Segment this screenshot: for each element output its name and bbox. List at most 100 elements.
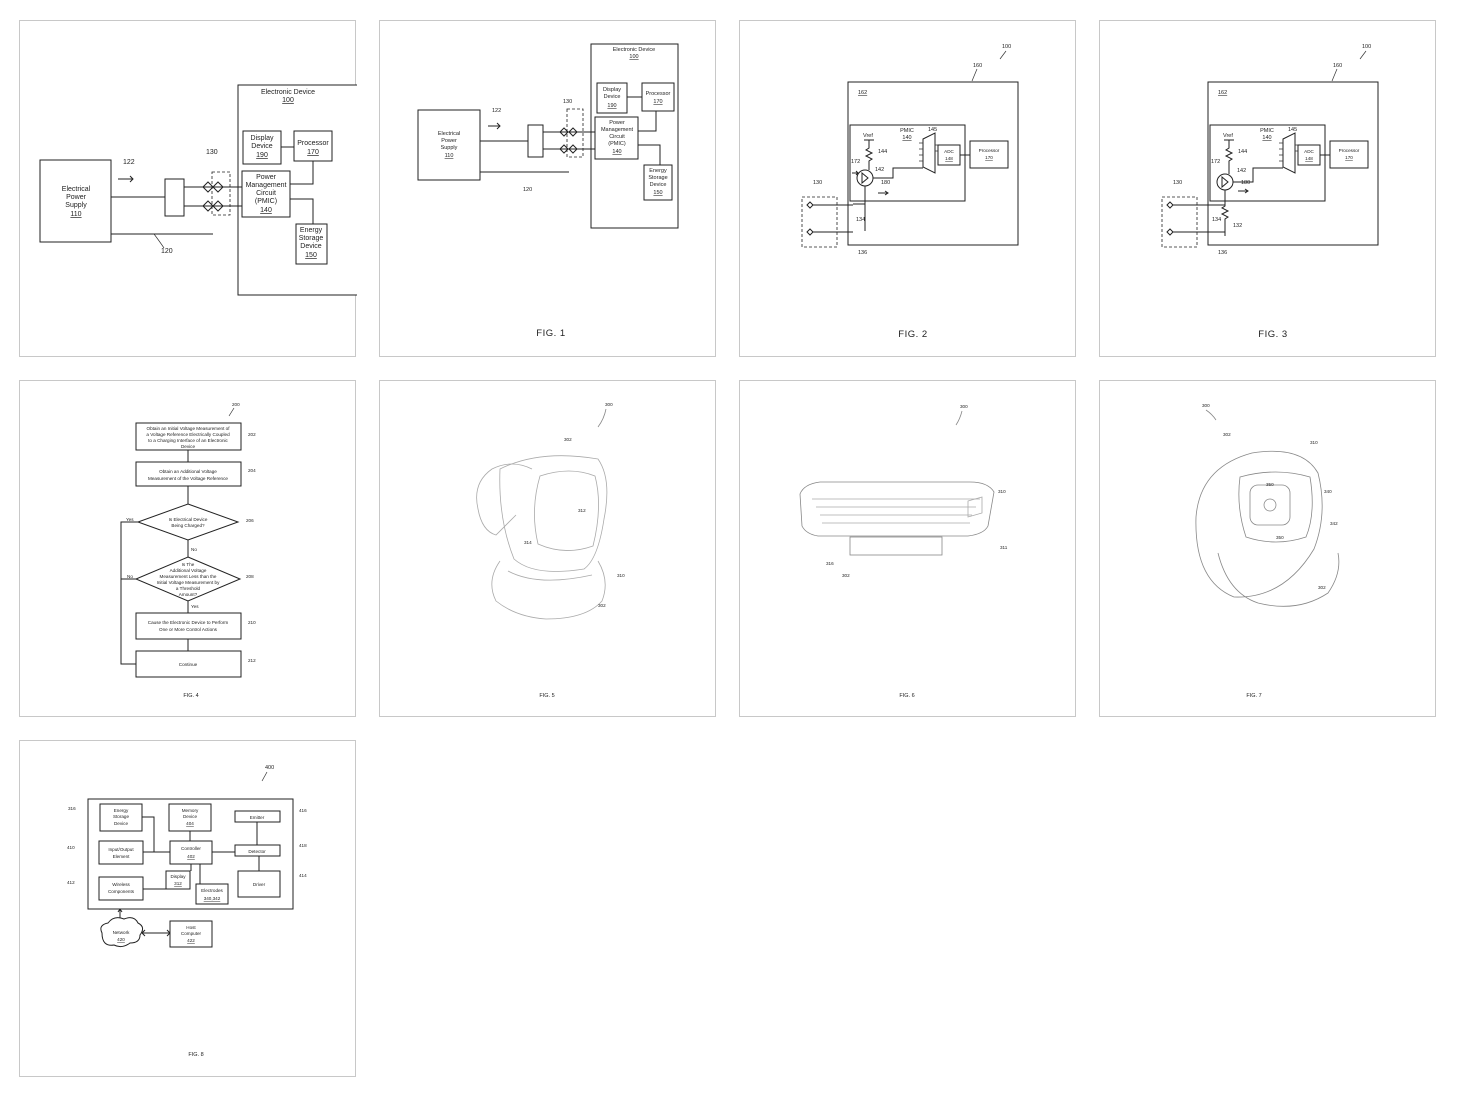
adc-label: ADC — [1304, 149, 1314, 154]
processor-number: 170 — [985, 155, 993, 160]
storage-label-3: Device — [114, 821, 128, 826]
wireless-label: Wireless — [112, 882, 130, 887]
processor-number: 170 — [1345, 155, 1353, 160]
thumbnail-fig-2[interactable]: 100 160 162 PMIC 140 145 Vref 144 172 14… — [739, 20, 1076, 357]
wireless-label-2: Components — [108, 889, 135, 894]
no-label-206: No — [191, 547, 197, 552]
ref-162: 162 — [858, 90, 867, 96]
display-number: 312 — [174, 881, 182, 886]
device-label: Electronic Device — [261, 89, 315, 96]
emitter-label: Emitter — [250, 815, 265, 820]
ref-310: 310 — [1310, 440, 1318, 445]
ref-400: 400 — [265, 765, 274, 771]
ref-412: 412 — [67, 880, 75, 885]
step-208-text-5: a Threshold — [176, 586, 201, 591]
storage-label-2: Storage — [299, 235, 324, 242]
fig-4-caption: FIG. 4 — [183, 693, 198, 699]
thumbnail-sheet-1[interactable]: Electronic Device 100 Electrical Power S… — [19, 20, 357, 357]
ref-300: 300 — [605, 402, 613, 407]
ref-120: 120 — [161, 248, 173, 255]
ref-312: 312 — [578, 508, 586, 513]
storage-label: Energy — [649, 168, 667, 174]
ref-100: 100 — [1002, 44, 1011, 50]
thumbnail-fig-5[interactable]: 300 302 312 314 310 302 FIG. 5 — [379, 380, 716, 717]
memory-label-2: Device — [183, 814, 197, 819]
fig-6-caption: FIG. 6 — [899, 693, 914, 699]
pmic-number: 140 — [1262, 135, 1271, 141]
thumbnail-fig-4[interactable]: 200 Obtain an Initial Voltage Measuremen… — [19, 380, 356, 717]
display-label: Display — [251, 135, 274, 142]
ref-122: 122 — [492, 108, 501, 114]
host-label-2: Computer — [181, 931, 202, 936]
ref-410: 410 — [67, 845, 75, 850]
display-label: Display — [170, 874, 186, 879]
device-label: Electronic Device — [613, 47, 656, 53]
storage-label: Energy — [300, 227, 323, 234]
supply-label-2: Power — [66, 194, 87, 201]
ref-302: 302 — [842, 573, 850, 578]
fig-5-caption: FIG. 5 — [539, 693, 554, 699]
processor-number: 170 — [307, 149, 319, 156]
display-label-2: Device — [251, 143, 273, 150]
adc-number: 148 — [1305, 156, 1313, 161]
step-206-text: Is Electrical Device — [169, 517, 208, 522]
vref-label: Vref — [863, 133, 873, 139]
storage-label: Energy — [114, 808, 129, 813]
fig-1-caption: FIG. 1 — [536, 328, 565, 339]
ref-130: 130 — [813, 180, 822, 186]
thumbnail-fig-8[interactable]: 400 Energy Storage Device Memory Device … — [19, 740, 356, 1077]
pmic-label-4: (PMIC) — [255, 198, 277, 205]
host-label: Host — [186, 925, 196, 930]
ref-300: 300 — [960, 404, 968, 409]
step-204-text: Obtain an Additional Voltage — [159, 469, 217, 474]
pmic-number: 140 — [612, 149, 621, 155]
fig-3-caption: FIG. 3 — [1258, 329, 1287, 340]
step-208-text-6: Amount? — [179, 592, 198, 597]
ref-132: 132 — [1233, 223, 1242, 229]
controller-label: Controller — [181, 846, 201, 851]
fig-3-diagram: 100 160 162 PMIC 140 145 Vref 144 172 14… — [1161, 44, 1379, 340]
ref-418: 418 — [299, 843, 307, 848]
ref-316: 316 — [68, 806, 76, 811]
fig-4-flowchart: 200 Obtain an Initial Voltage Measuremen… — [120, 402, 256, 699]
detector-label: Detector — [248, 849, 266, 854]
fig-8-block-diagram: 400 Energy Storage Device Memory Device … — [67, 765, 307, 1058]
network-number: 420 — [117, 937, 125, 942]
thumbnail-fig-1[interactable]: Electronic Device 100 Electrical Power S… — [379, 20, 716, 357]
pmic-label-3: Circuit — [609, 134, 625, 140]
thumbnail-fig-7[interactable]: 300 302 310 350 340 342 350 302 FIG. 7 — [1099, 380, 1436, 717]
ref-100: 100 — [1362, 44, 1371, 50]
fig-6-drawing: 300 310 311 316 302 FIG. 6 — [799, 404, 1008, 699]
ref-200: 200 — [232, 402, 240, 407]
supply-label: Electrical — [62, 186, 91, 193]
ref-130: 130 — [563, 99, 572, 105]
ref-145: 145 — [928, 127, 937, 133]
ref-311: 311 — [1000, 545, 1008, 550]
pmic-label-2: Management — [246, 182, 287, 189]
fig-7-drawing: 300 302 310 350 340 342 350 302 FIG. 7 — [1195, 403, 1340, 699]
supply-label-2: Power — [441, 138, 457, 144]
processor-label: Processor — [646, 91, 671, 97]
step-202-text-3: to a Charging Interface of an Electronic — [148, 438, 228, 443]
fig-1-diagram: Electronic Device 100 Electrical Power S… — [417, 43, 679, 339]
pmic-number: 140 — [260, 207, 272, 214]
processor-label: Processor — [1339, 148, 1360, 153]
display-number: 190 — [256, 152, 268, 159]
processor-label: Processor — [297, 140, 329, 147]
display-label-2: Device — [604, 94, 621, 100]
step-208-text: Is The — [182, 562, 195, 567]
fig-2-caption: FIG. 2 — [898, 329, 927, 340]
thumbnail-fig-6[interactable]: 300 310 311 316 302 FIG. 6 — [739, 380, 1076, 717]
device-number: 100 — [629, 54, 638, 60]
device-number: 100 — [282, 97, 294, 104]
ref-416: 416 — [299, 808, 307, 813]
thumbnail-fig-3[interactable]: 100 160 162 PMIC 140 145 Vref 144 172 14… — [1099, 20, 1436, 357]
step-210-text-2: One or More Control Actions — [159, 627, 218, 632]
fig-7-caption: FIG. 7 — [1246, 693, 1261, 699]
memory-label: Memory — [182, 808, 199, 813]
fig-5-drawing: 300 302 312 314 310 302 FIG. 5 — [476, 402, 625, 699]
ref-136: 136 — [1218, 250, 1227, 256]
yes-label-206: Yes — [126, 517, 134, 522]
ref-144: 144 — [1238, 149, 1247, 155]
ref-302-b: 302 — [598, 603, 606, 608]
